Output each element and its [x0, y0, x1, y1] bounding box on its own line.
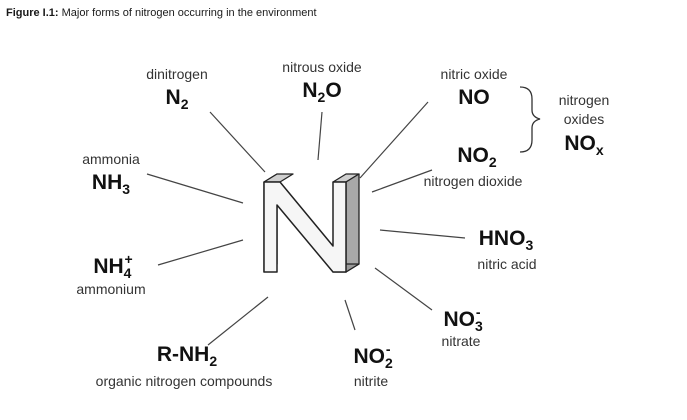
- ammonia-main: NH: [91, 171, 123, 194]
- nitrogen-dioxide-main: NO: [457, 144, 489, 167]
- nitrogen-oxides-label-line1: nitrogen: [558, 92, 610, 108]
- nitrogen-dioxide-label: nitrogen dioxide: [423, 173, 523, 189]
- nitrogen-dioxide-subscript: 2: [488, 154, 497, 170]
- nitric-oxide-label: nitric oxide: [440, 66, 508, 82]
- nitric-acid-label: nitric acid: [477, 256, 537, 272]
- connector-nitrate: [374, 267, 433, 311]
- organic-nitrogen-main: R-NH: [156, 343, 210, 366]
- nitric-acid-formula: HNO3: [478, 227, 534, 253]
- nitrous-oxide-main: N: [302, 79, 318, 102]
- connector-nitrous-oxide: [317, 111, 323, 161]
- ammonium-subscript: 4: [123, 265, 132, 281]
- nitric-acid-main: HNO: [478, 227, 526, 250]
- nitrite-label: nitrite: [353, 373, 389, 389]
- nitrite-charge: -: [385, 341, 391, 357]
- nitrate-charge: -: [475, 304, 481, 320]
- connector-ammonium: [157, 239, 244, 266]
- nitrate-subscript: 3: [475, 318, 483, 334]
- nitrogen-oxides-subscript: x: [595, 142, 604, 158]
- organic-nitrogen-subscript: 2: [209, 353, 218, 369]
- nitrogen-dioxide-formula: NO2: [457, 144, 497, 170]
- ammonia-label: ammonia: [82, 151, 140, 167]
- figure-caption: Figure I.1: Major forms of nitrogen occu…: [6, 7, 317, 19]
- connector-nitric-acid: [379, 229, 466, 239]
- dinitrogen-subscript: 2: [180, 96, 189, 112]
- nitrous-oxide-tail: O: [325, 79, 342, 102]
- nitrous-oxide-label: nitrous oxide: [282, 59, 362, 75]
- dinitrogen-formula: N2: [165, 86, 189, 112]
- organic-nitrogen-label: organic nitrogen compounds: [95, 373, 273, 389]
- nitrite-subscript: 2: [385, 355, 393, 371]
- connector-ammonia: [146, 173, 244, 204]
- nitrite-main: NO: [353, 345, 386, 368]
- nitrogen-oxides-formula: NOx: [564, 132, 604, 158]
- ammonia-subscript: 3: [122, 181, 131, 197]
- nitrogen-oxides-brace: [519, 86, 541, 153]
- ammonium-main: NH: [93, 255, 124, 278]
- figure-caption-text: Major forms of nitrogen occurring in the…: [58, 7, 317, 19]
- central-n-block: [263, 173, 360, 273]
- nitrogen-oxides-main: NO: [564, 132, 596, 155]
- organic-nitrogen-formula: R-NH2: [156, 343, 218, 369]
- nitrite-formula: NO2-: [353, 342, 393, 371]
- connector-organic: [207, 296, 269, 346]
- nitrous-oxide-subscript: 2: [317, 89, 326, 105]
- ammonium-formula: NH4+: [93, 252, 132, 281]
- nitric-acid-subscript: 3: [525, 237, 534, 253]
- connector-nitrogen-dioxide: [371, 169, 433, 193]
- ammonia-formula: NH3: [91, 171, 131, 197]
- nitrate-main: NO: [443, 308, 476, 331]
- nitrous-oxide-formula: N2O: [302, 79, 342, 105]
- nitrogen-oxides-label-line2: oxides: [563, 111, 605, 127]
- ammonium-charge: +: [124, 251, 133, 267]
- connector-nitric-oxide: [359, 101, 429, 179]
- dinitrogen-label: dinitrogen: [146, 66, 208, 82]
- nitric-oxide-formula: NO: [458, 86, 490, 109]
- figure-number: Figure I.1:: [6, 7, 59, 19]
- connector-nitrite: [344, 299, 356, 331]
- nitrate-label: nitrate: [441, 333, 481, 349]
- nitrate-formula: NO3-: [443, 305, 483, 334]
- ammonium-label: ammonium: [76, 281, 146, 297]
- dinitrogen-main: N: [165, 86, 181, 109]
- connector-dinitrogen: [209, 111, 266, 173]
